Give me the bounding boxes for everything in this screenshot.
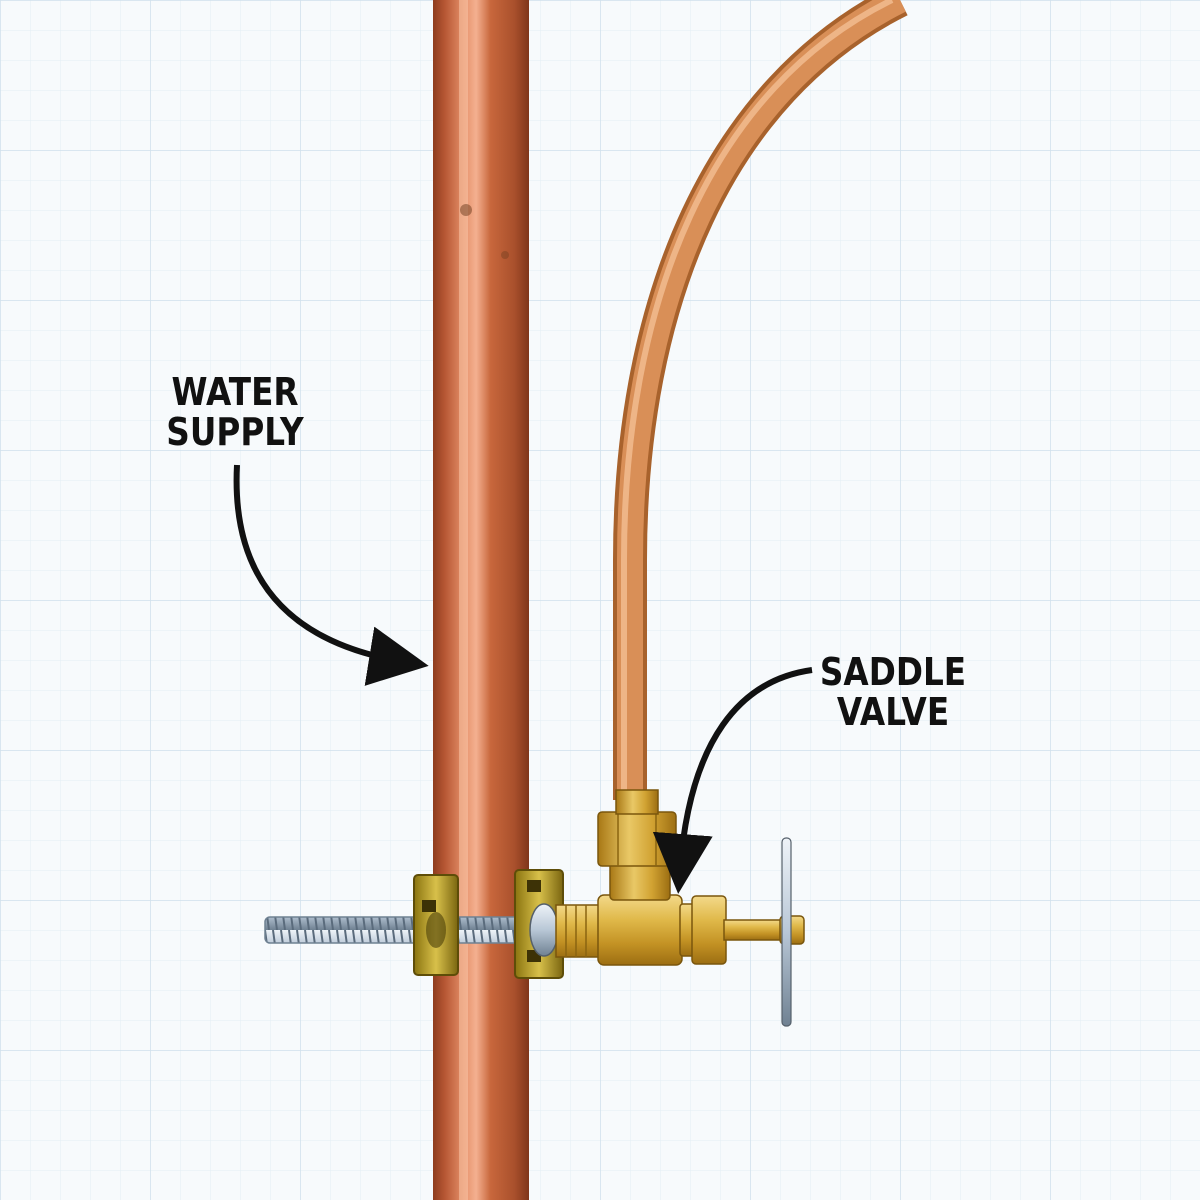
- arrow-water-supply: [233, 464, 429, 686]
- copper-pipe-icon: [433, 0, 529, 1200]
- valve-handle-icon: [679, 837, 805, 1027]
- label-saddle-valve-line1: SADDLE: [819, 650, 967, 694]
- carriage-bolt-icon: [264, 916, 536, 944]
- label-saddle-valve: SADDLE VALVE: [820, 652, 966, 732]
- label-water-supply-line2: SUPPLY: [166, 410, 304, 454]
- label-saddle-valve-line2: VALVE: [836, 690, 950, 734]
- arrow-saddle-valve: [652, 667, 813, 894]
- label-water-supply: WATER SUPPLY: [162, 372, 308, 452]
- copper-tube-icon: [613, 0, 908, 800]
- saddle-clamp-icon: [413, 869, 564, 979]
- label-water-supply-line1: WATER: [171, 370, 299, 414]
